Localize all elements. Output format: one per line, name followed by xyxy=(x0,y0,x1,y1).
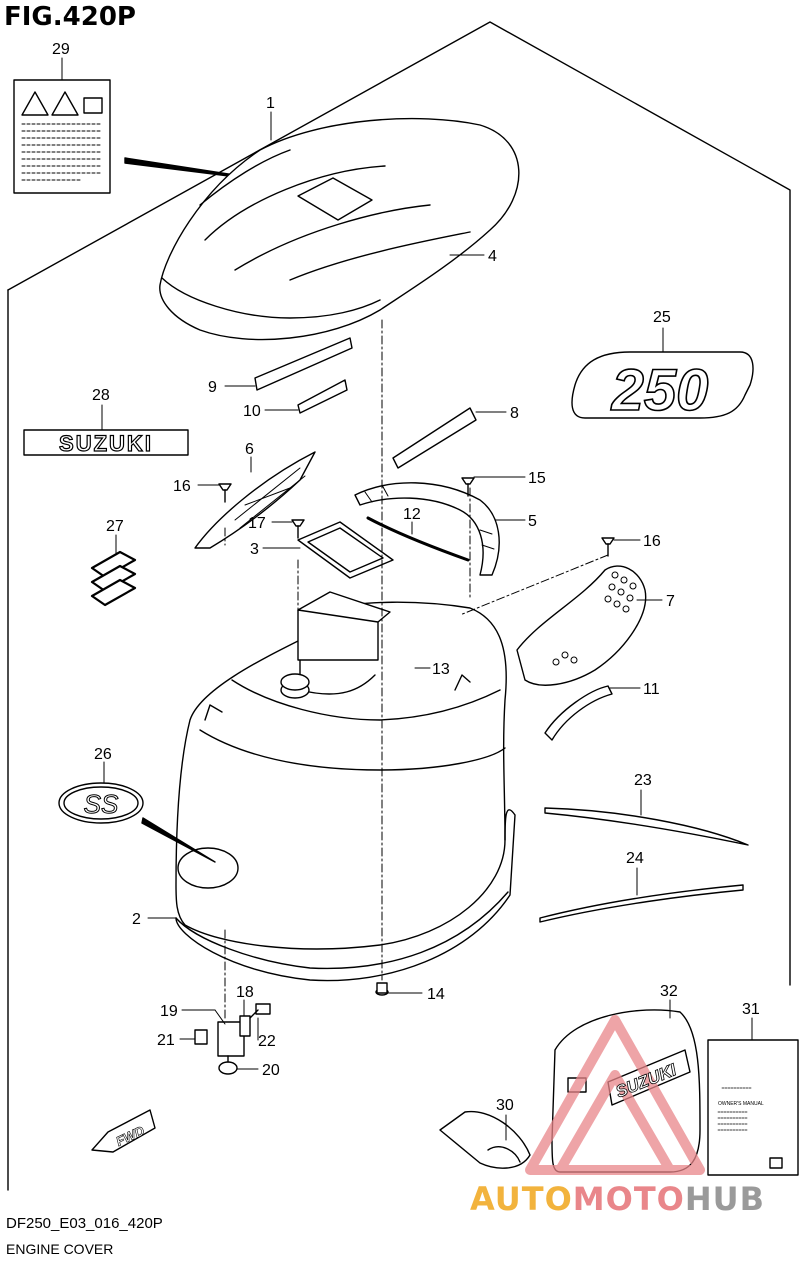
axis-line-vent7 xyxy=(459,554,609,616)
stripe-decal-lower xyxy=(539,884,744,923)
callout-20: 20 xyxy=(262,1062,280,1079)
model-250-decal xyxy=(571,351,754,419)
ss-decal-pointer xyxy=(141,817,216,863)
callout-19: 19 xyxy=(160,1003,178,1020)
callout-7: 7 xyxy=(666,593,675,610)
screw-16-left xyxy=(218,483,232,503)
callout-23: 23 xyxy=(634,772,652,789)
callout-18: 18 xyxy=(236,984,254,1001)
callout-8: 8 xyxy=(510,405,519,422)
callout-28: 28 xyxy=(92,387,110,404)
screw-15 xyxy=(461,477,475,497)
tool-pouch xyxy=(439,1110,531,1169)
watermark-logo-mark xyxy=(525,1015,705,1175)
callout-9: 9 xyxy=(208,379,217,396)
fwd-arrow xyxy=(91,1109,156,1153)
callout-22: 22 xyxy=(258,1033,276,1050)
callout-4: 4 xyxy=(488,248,497,265)
callout-16b: 16 xyxy=(643,533,661,550)
callout-3: 3 xyxy=(250,541,259,558)
figure-name: ENGINE COVER xyxy=(6,1241,114,1257)
callout-17: 17 xyxy=(248,515,266,532)
vent-grille-right xyxy=(516,565,647,686)
callout-5: 5 xyxy=(528,513,537,530)
watermark-part-3: HUB xyxy=(684,1180,766,1218)
callout-15: 15 xyxy=(528,470,546,487)
callout-1: 1 xyxy=(266,95,275,112)
s-emblem xyxy=(90,550,137,607)
model-250-text: 250 xyxy=(611,358,709,423)
stripe-decal-upper xyxy=(544,807,749,846)
top-cover xyxy=(159,117,520,341)
assembly-frame xyxy=(7,21,791,986)
callout-10: 10 xyxy=(243,403,261,420)
callout-14: 14 xyxy=(427,986,445,1003)
suzuki-decal-text: SUZUKI xyxy=(59,431,153,456)
screw-16-right xyxy=(601,537,615,557)
suzuki-decal xyxy=(23,429,189,456)
callout-30: 30 xyxy=(496,1097,514,1114)
callout-26: 26 xyxy=(94,746,112,763)
seal-strips xyxy=(254,337,613,741)
callout-25: 25 xyxy=(653,309,671,326)
vent-grille-left xyxy=(194,451,316,549)
callout-29: 29 xyxy=(52,41,70,58)
figure-code: DF250_E03_016_420P xyxy=(6,1215,163,1232)
callout-6: 6 xyxy=(245,441,254,458)
owners-manual xyxy=(707,1039,799,1176)
callout-13: 13 xyxy=(432,661,450,678)
leader-19b xyxy=(214,1009,226,1025)
watermark-text: AUTOMOTOHUB xyxy=(470,1180,765,1218)
watermark-part-2: MOTO xyxy=(572,1180,685,1218)
callout-2: 2 xyxy=(132,911,141,928)
callout-16a: 16 xyxy=(173,478,191,495)
figure-title: FIG.420P xyxy=(4,2,136,32)
intake-duct xyxy=(354,482,500,576)
callout-12: 12 xyxy=(403,506,421,523)
warning-label xyxy=(13,79,111,194)
screw-17 xyxy=(291,519,305,539)
callout-32: 32 xyxy=(660,983,678,1000)
watermark-part-1: AUTO xyxy=(470,1180,573,1218)
grommet-14 xyxy=(375,982,389,996)
callout-21: 21 xyxy=(157,1032,175,1049)
callout-27: 27 xyxy=(106,518,124,535)
bottom-cover xyxy=(175,591,516,982)
callout-11: 11 xyxy=(643,681,660,698)
manual-title: OWNER'S MANUAL xyxy=(718,1101,764,1107)
ss-decal xyxy=(58,782,144,824)
hook-assembly xyxy=(194,1003,271,1075)
callout-31: 31 xyxy=(742,1001,760,1018)
ss-decal-text: SS xyxy=(84,789,119,819)
callout-24: 24 xyxy=(626,850,644,867)
